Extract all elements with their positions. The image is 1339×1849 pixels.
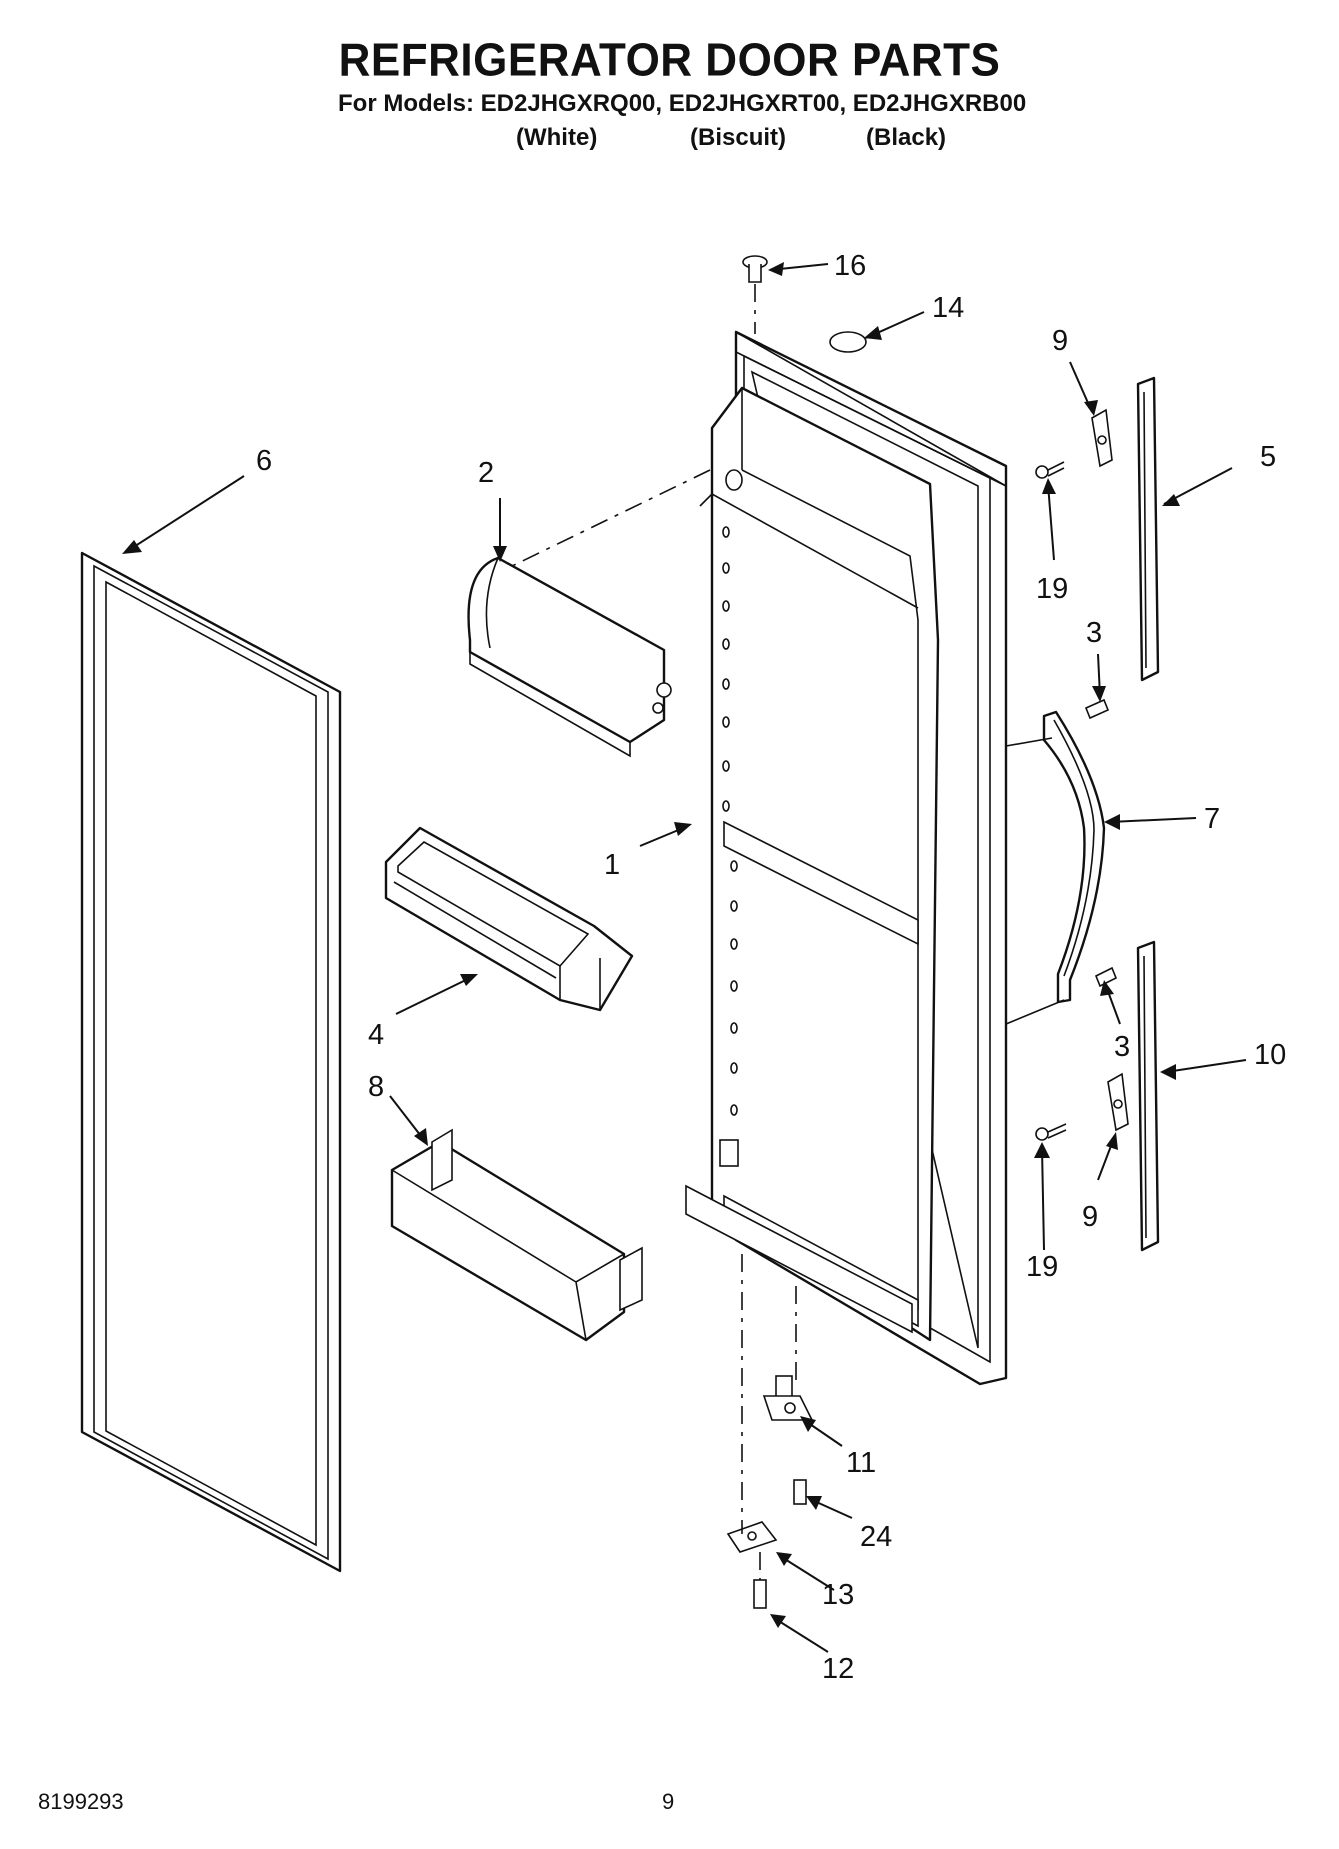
- handle-screw-upper-part: [1084, 698, 1110, 720]
- page-number: 9: [662, 1789, 675, 1814]
- callout-16: 16: [834, 250, 866, 282]
- upper-trim-part: [1136, 376, 1160, 682]
- door-bin-part: [384, 826, 634, 1012]
- dairy-door-part: [467, 556, 672, 758]
- trim-clip-upper-part: [1091, 408, 1113, 468]
- variant-black: (Black): [866, 124, 947, 151]
- hinge-screw-part: [793, 1479, 807, 1505]
- handle-screw-lower-part: [1094, 966, 1118, 988]
- hinge-bolt-part: [753, 1579, 767, 1609]
- callout-2: 2: [478, 457, 494, 489]
- door-gasket-part: [80, 551, 342, 1573]
- callout-10: 10: [1254, 1039, 1286, 1071]
- callout-5: 5: [1260, 441, 1276, 473]
- callout-4: 4: [368, 1019, 384, 1051]
- shelf-slot-holes: [722, 526, 738, 1116]
- callout-19-lower: 19: [1026, 1251, 1058, 1283]
- callout-24: 24: [860, 1521, 892, 1553]
- callout-3-upper: 3: [1086, 617, 1102, 649]
- callout-19-upper: 19: [1036, 573, 1068, 605]
- lower-door-bin-part: [390, 1128, 643, 1342]
- door-stop-plug-part: [742, 255, 768, 283]
- callout-6: 6: [256, 445, 272, 477]
- trim-clip-lower-part: [1107, 1072, 1129, 1132]
- document-number: 8199293: [38, 1789, 124, 1814]
- callout-13: 13: [822, 1579, 854, 1611]
- callout-3-lower: 3: [1114, 1031, 1130, 1063]
- door-handle-part: [1042, 710, 1106, 1004]
- hinge-bracket-part: [726, 1521, 778, 1553]
- callout-9-upper: 9: [1052, 325, 1068, 357]
- screw-19-lower-part: [1035, 1123, 1067, 1141]
- callout-12: 12: [822, 1653, 854, 1685]
- page-title: REFRIGERATOR DOOR PARTS: [338, 34, 1001, 87]
- door-liner-part: [685, 330, 1008, 1386]
- assembly-lines: [507, 284, 1065, 1580]
- callout-11: 11: [846, 1447, 876, 1479]
- leader-arrows: [122, 262, 1247, 1653]
- screw-19-upper-part: [1035, 461, 1065, 479]
- callout-14: 14: [932, 292, 964, 324]
- callout-7: 7: [1204, 803, 1220, 835]
- models-line: For Models: ED2JHGXRQ00, ED2JHGXRT00, ED…: [338, 90, 1027, 117]
- variant-white: (White): [516, 124, 598, 151]
- variant-biscuit: (Biscuit): [690, 124, 786, 151]
- door-hinge-part: [762, 1375, 814, 1421]
- lower-trim-part: [1136, 940, 1160, 1252]
- callout-9-lower: 9: [1082, 1201, 1098, 1233]
- hole-plug-part: [829, 331, 867, 353]
- callout-labels: 16 14 9 5 6 2 19 3 7 1 4 3 10 8 9 19 11 …: [256, 250, 1286, 1685]
- callout-1: 1: [604, 849, 620, 881]
- callout-8: 8: [368, 1071, 384, 1103]
